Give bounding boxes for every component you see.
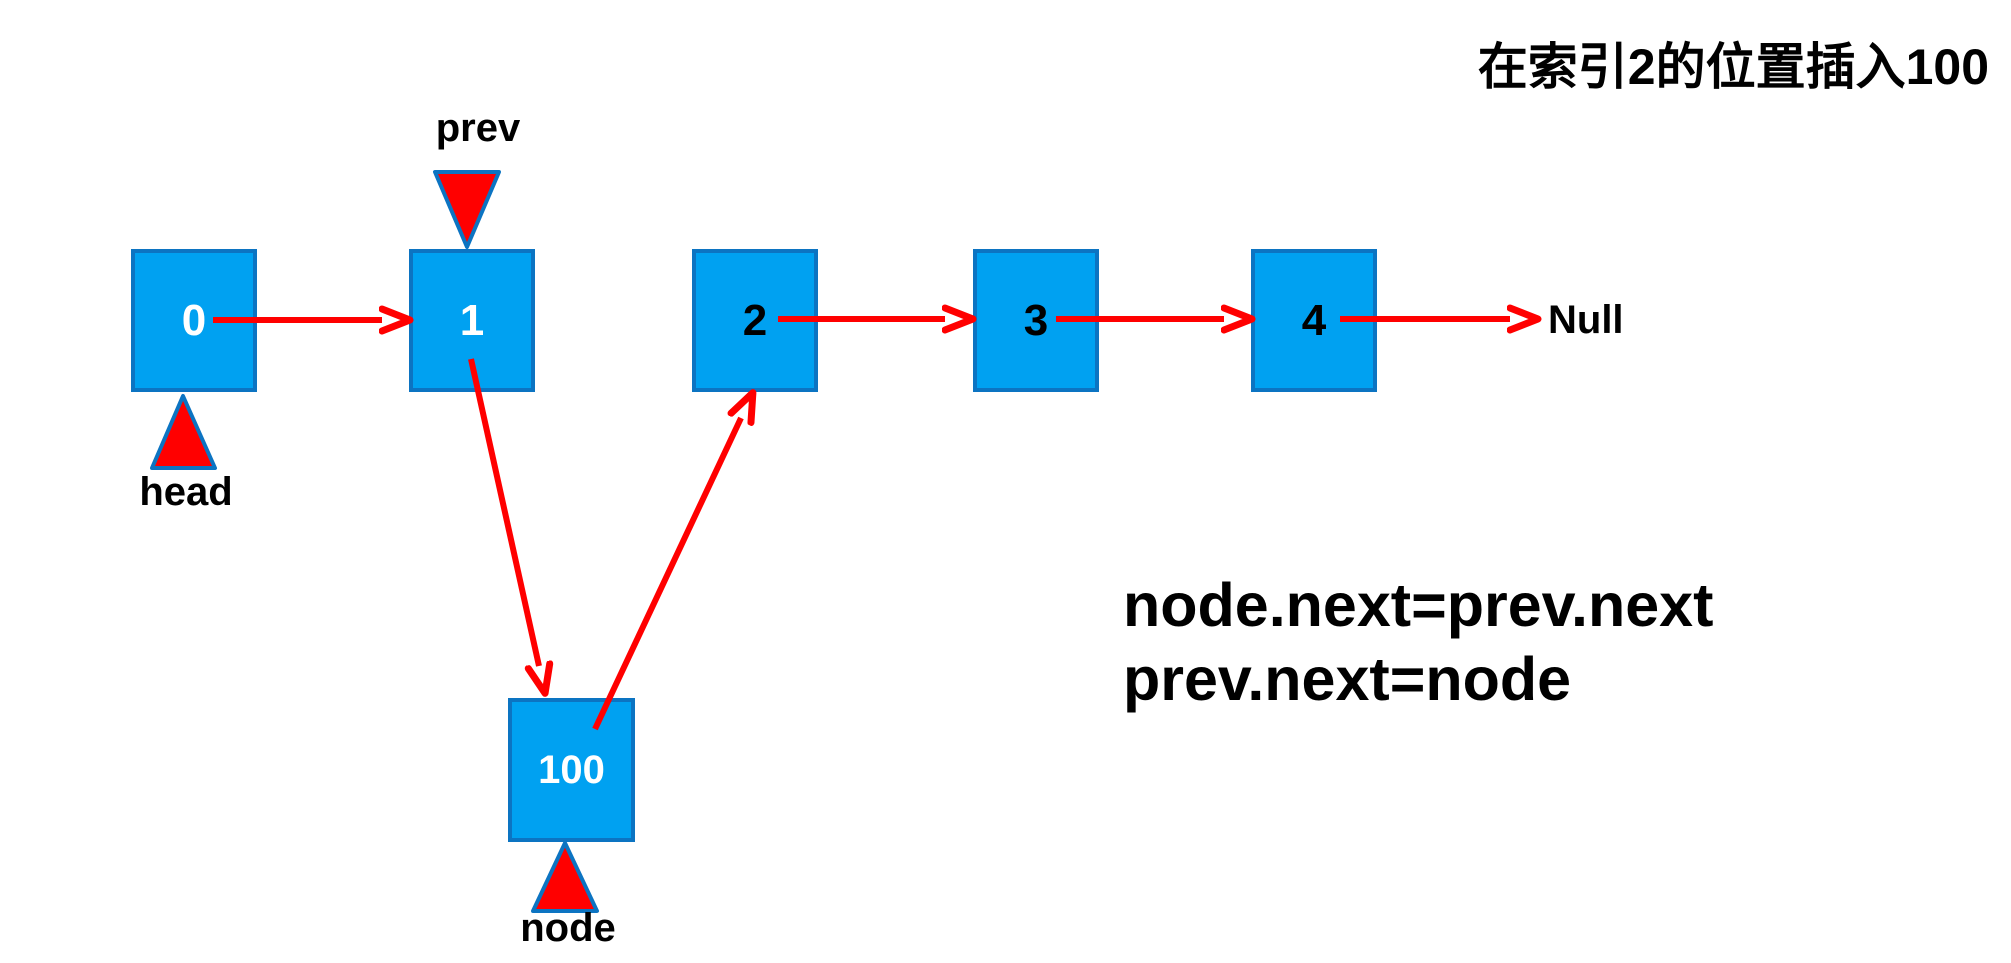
null-terminator-label: Null <box>1548 298 1624 342</box>
node-pointer-triangle-up-icon <box>531 841 599 913</box>
inserted-node-value: 100 <box>538 747 605 792</box>
node-value-0: 0 <box>181 295 207 345</box>
code-line-1: node.next=prev.next <box>1123 571 1714 639</box>
head-pointer-label: head <box>139 470 233 514</box>
arrow-node100-to-node2 <box>592 418 741 731</box>
prev-pointer-triangle-down-icon <box>433 170 501 249</box>
node-value-4: 4 <box>1301 295 1327 345</box>
node-value-1: 1 <box>459 295 485 345</box>
arrow-node1-to-node100 <box>468 358 539 666</box>
inserted-node-box-100: 100 <box>508 698 635 842</box>
code-line-2: prev.next=node <box>1123 645 1572 713</box>
page-title: 在索引2的位置插入100 <box>1477 39 1989 95</box>
node-value-3: 3 <box>1023 295 1049 345</box>
insertion-code-block: node.next=prev.next prev.next=node <box>1123 568 1713 716</box>
node-value-2: 2 <box>742 295 768 345</box>
prev-pointer-label: prev <box>435 106 521 150</box>
node-pointer-label: node <box>520 906 616 950</box>
head-pointer-triangle-up-icon <box>150 394 217 470</box>
